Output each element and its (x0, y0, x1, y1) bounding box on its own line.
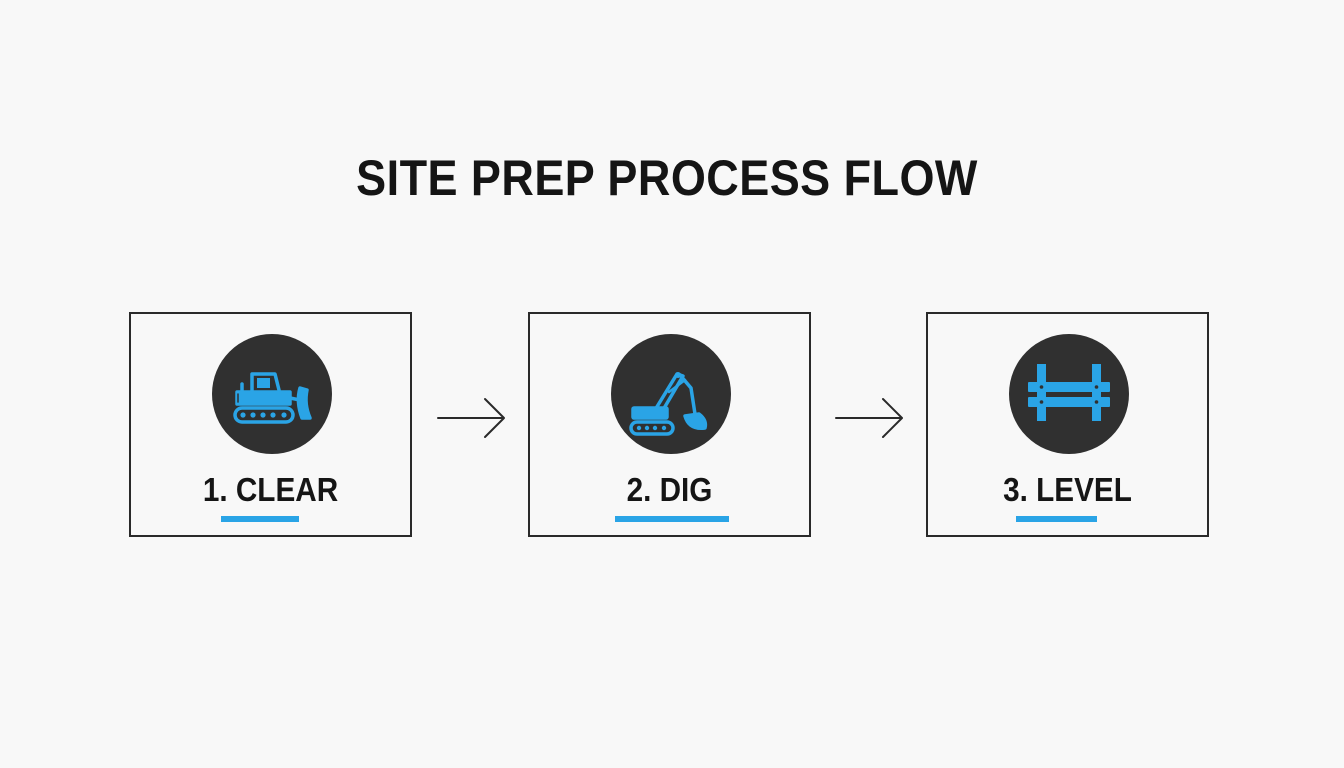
step-icon-circle (611, 334, 731, 454)
step-label: 2. DIG (626, 471, 713, 508)
step-clear-box: 1. CLEAR (129, 312, 412, 537)
step-dig-box: 2. DIG (528, 312, 811, 537)
step-icon-circle (212, 334, 332, 454)
step-level-box: 3. LEVEL (926, 312, 1209, 537)
arrow-right-icon (835, 398, 903, 438)
excavator-icon (629, 372, 708, 436)
step-accent-underline (615, 516, 729, 522)
step-accent-underline (221, 516, 299, 522)
level-frame-icon (1028, 364, 1110, 421)
step-accent-underline (1016, 516, 1097, 522)
arrow-right-icon (437, 398, 505, 438)
diagram-title: SITE PREP PROCESS FLOW (356, 150, 978, 206)
step-label: 1. CLEAR (202, 471, 339, 508)
bulldozer-icon (233, 372, 312, 424)
step-label: 3. LEVEL (1003, 471, 1132, 508)
step-icon-circle (1009, 334, 1129, 454)
